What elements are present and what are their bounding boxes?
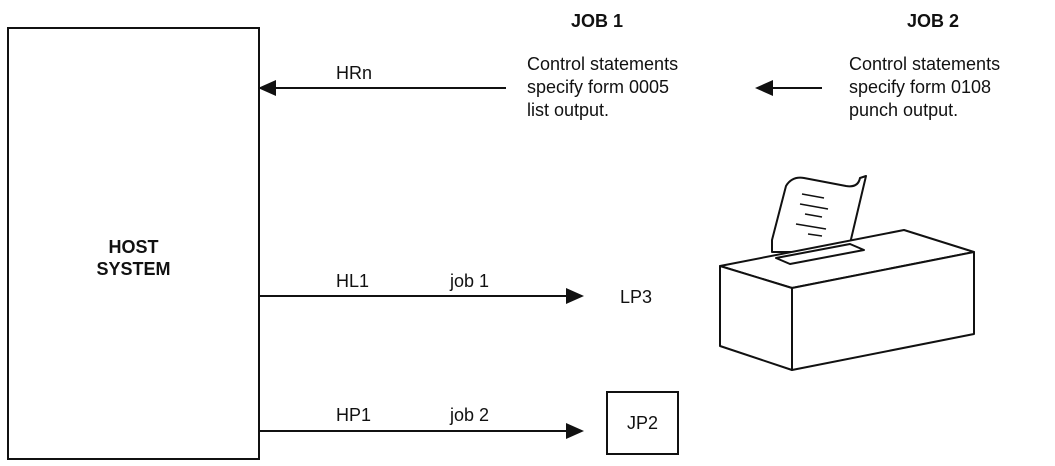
- hp1-arrowhead: [566, 423, 584, 439]
- jp2-label: JP2: [627, 413, 658, 434]
- jp2-box: JP2: [606, 391, 679, 455]
- printer-icon: [720, 176, 974, 370]
- lp3-label: LP3: [620, 286, 652, 308]
- job2-to-job1-arrowhead: [755, 80, 773, 96]
- job2-description: Control statements specify form 0108 pun…: [849, 53, 1000, 122]
- hrn-label: HRn: [336, 62, 372, 84]
- job2-title: JOB 2: [907, 10, 959, 32]
- hl1-arrowhead: [566, 288, 584, 304]
- job1-description: Control statements specify form 0005 lis…: [527, 53, 678, 122]
- hl1-label: HL1: [336, 270, 369, 292]
- hp1-job-label: job 2: [450, 404, 489, 426]
- job1-title: JOB 1: [571, 10, 623, 32]
- hrn-arrowhead: [258, 80, 276, 96]
- hp1-label: HP1: [336, 404, 371, 426]
- hl1-job-label: job 1: [450, 270, 489, 292]
